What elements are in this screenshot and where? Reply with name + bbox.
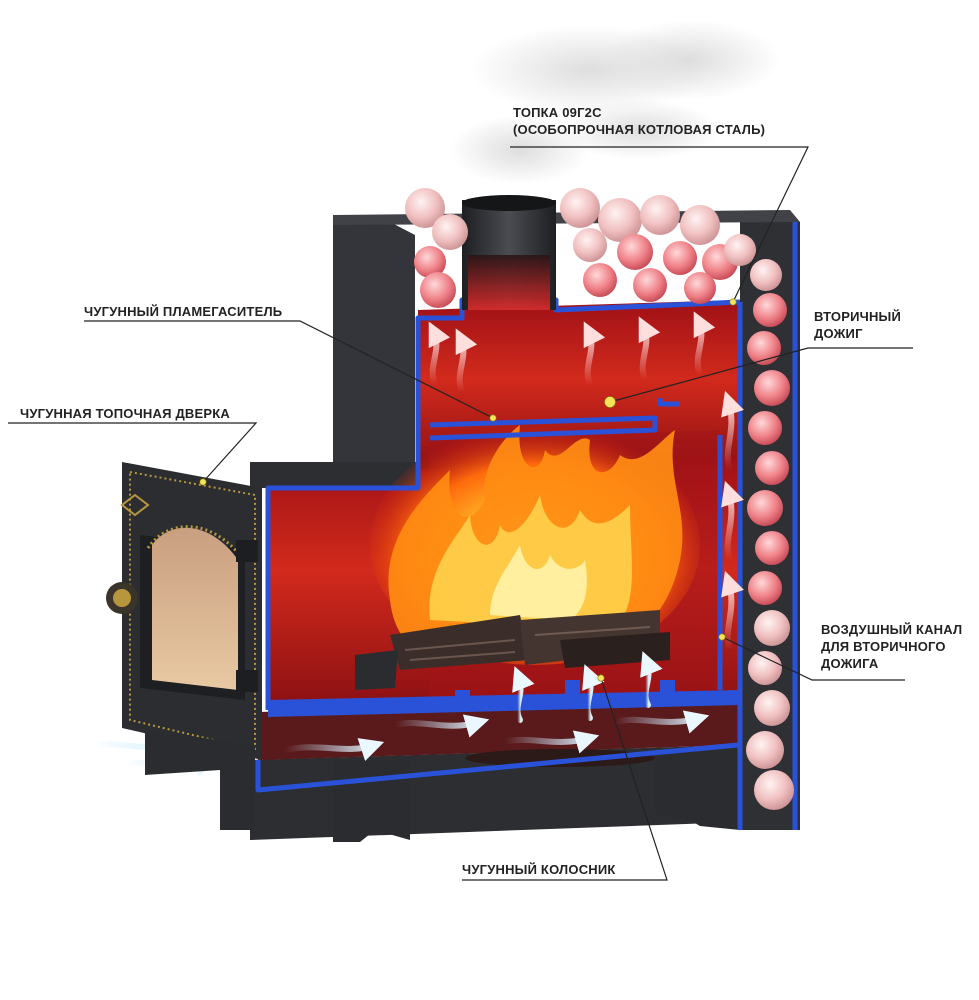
label-firebox-steel: ТОПКА 09Г2С (ОСОБОПРОЧНАЯ КОТЛОВАЯ СТАЛЬ… <box>513 104 765 138</box>
label-grate: ЧУГУННЫЙ КОЛОСНИК <box>462 862 616 877</box>
label-secondary-afterburning: ВТОРИЧНЫЙ ДОЖИГ <box>814 308 901 342</box>
leader-fire-door <box>8 422 258 483</box>
grate <box>268 680 740 767</box>
sauna-stones-side <box>746 259 794 810</box>
marker-flame-arrester <box>489 414 497 422</box>
leader-flame-arrester <box>84 320 494 419</box>
callout-markers <box>199 298 737 682</box>
fire-flames <box>370 425 700 665</box>
label-flame-arrester: ЧУГУННЫЙ ПЛАМЕГАСИТЕЛЬ <box>84 304 283 319</box>
label-firebox-line2: (ОСОБОПРОЧНАЯ КОТЛОВАЯ СТАЛЬ) <box>513 122 766 137</box>
steam-cloud <box>450 20 780 185</box>
leader-secondary <box>609 347 913 403</box>
leader-air-channel <box>721 636 905 681</box>
label-air-channel-line2: ДЛЯ ВТОРИЧНОГО <box>821 639 946 654</box>
marker-air-channel <box>718 633 726 641</box>
fire-door <box>106 462 262 830</box>
marker-firebox <box>729 298 737 306</box>
leader-grate <box>462 677 668 881</box>
leader-lines <box>8 146 913 881</box>
label-secondary-line2: ДОЖИГ <box>814 326 863 341</box>
marker-grate <box>597 674 605 682</box>
label-air-channel-line3: ДОЖИГА <box>821 656 879 671</box>
sauna-stones-top <box>405 188 756 308</box>
leader-firebox <box>510 146 809 303</box>
flue-pipe <box>462 195 556 310</box>
label-air-channel: ВОЗДУШНЫЙ КАНАЛ ДЛЯ ВТОРИЧНОГО ДОЖИГА <box>821 621 962 672</box>
label-secondary-line1: ВТОРИЧНЫЙ <box>814 309 902 324</box>
marker-secondary <box>604 396 616 408</box>
label-air-channel-line1: ВОЗДУШНЫЙ КАНАЛ <box>821 622 963 637</box>
label-firebox-line1: ТОПКА 09Г2С <box>513 105 602 120</box>
marker-fire-door <box>199 478 207 486</box>
label-fire-door: ЧУГУННАЯ ТОПОЧНАЯ ДВЕРКА <box>20 406 230 421</box>
